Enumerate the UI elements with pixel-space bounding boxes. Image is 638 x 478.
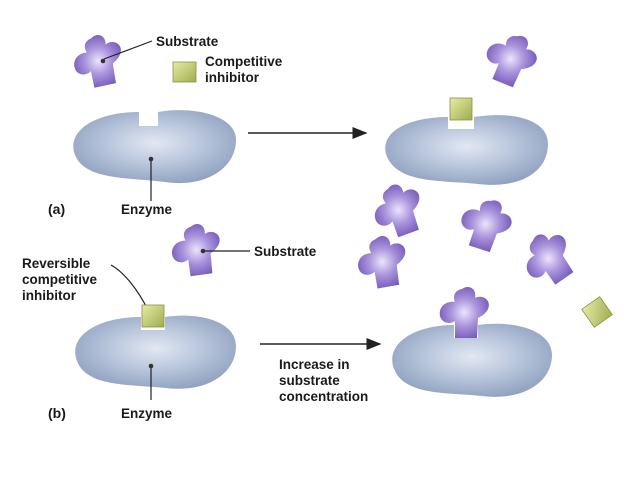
substrate-excess-2 [454,192,517,256]
arrow-label-line1: Increase in [279,357,350,372]
substrate-label-b: Substrate [254,244,317,259]
panel-b: Substrate Reversible competitive inhibit… [22,177,613,421]
part-label-b: (b) [48,405,66,421]
substrate-label-a: Substrate [156,34,219,49]
substrate-free-a [68,30,128,91]
enzyme-dot-a [148,156,154,162]
enzyme-a-result [385,115,548,185]
substrate-dot-b [200,248,206,254]
enzyme-dot-b [148,363,154,369]
substrate-excess-3 [353,232,411,292]
substrate-rejected-a [478,26,543,92]
inhibitor-released-b [581,296,613,328]
inhibitor-leader-b [110,264,149,311]
enzyme-label-b: Enzyme [121,406,173,421]
inhibitor-bound-b [141,304,165,328]
substrate-excess-1 [366,177,431,243]
inhibitor-label-b-line2: competitive [22,272,98,287]
enzyme-a [73,110,236,184]
inhibitor-label-a-line1: Competitive [205,54,283,69]
competitive-inhibitor-free [172,61,197,83]
panel-a: Substrate Competitive inhibitor Enzyme (… [48,26,548,217]
arrow-label-line2: substrate [279,373,340,388]
inhibitor-label-b-line3: inhibitor [22,288,77,303]
part-label-a: (a) [48,201,65,217]
enzyme-b [75,315,236,389]
enzyme-label-a: Enzyme [121,202,173,217]
arrow-label-line3: concentration [279,389,368,404]
inhibitor-label-a-line2: inhibitor [205,70,260,85]
enzyme-b-result [392,323,552,397]
substrate-dot-a [100,58,106,64]
substrate-excess-4 [513,223,584,294]
substrate-free-b [168,221,225,279]
substrate-leader-a [103,40,153,60]
inhibitor-label-b-line1: Reversible [22,256,91,271]
inhibitor-bound-a [449,97,473,121]
